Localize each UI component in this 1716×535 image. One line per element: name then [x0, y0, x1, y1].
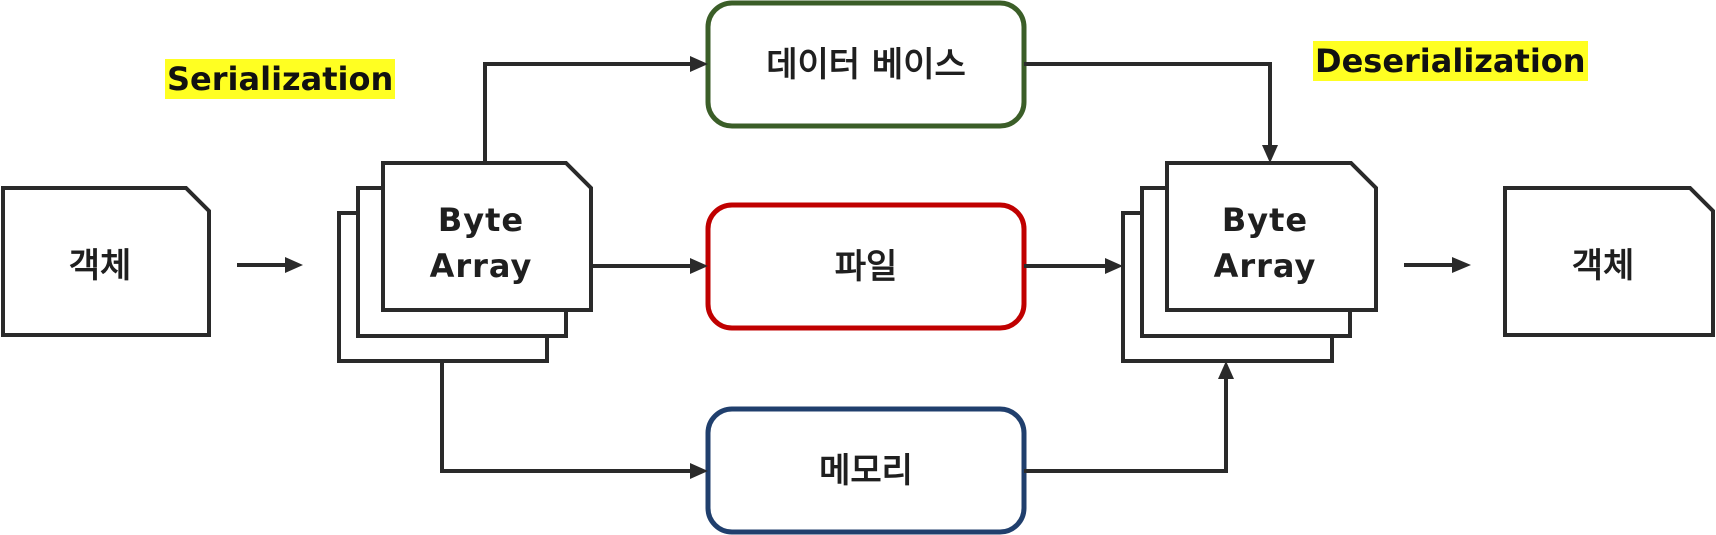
database-node: 데이터 베이스 [705, 0, 1027, 129]
arrow-database-to-byte-array [1024, 62, 1278, 163]
byte-array-right-label-line2: Array [1214, 247, 1317, 285]
object-box-left: 객체 [1, 186, 211, 337]
byte-array-left-label-line2: Array [430, 247, 533, 285]
arrow-memory-to-byte-array [1024, 361, 1234, 473]
byte-array-stack-right: Byte Array [1121, 161, 1378, 363]
byte-array-left-label-line1: Byte [438, 201, 524, 239]
arrow-byte-array-to-database [483, 56, 708, 163]
deserialization-label: Deserialization [1313, 41, 1588, 81]
arrow-byte-array-to-object [1404, 257, 1471, 273]
arrow-file-to-byte-array [1024, 258, 1123, 274]
arrow-object-to-byte-array [237, 257, 303, 273]
database-label: 데이터 베이스 [766, 45, 966, 85]
file-node: 파일 [705, 202, 1027, 331]
byte-array-stack-left: Byte Array [337, 161, 593, 363]
object-box-right: 객체 [1503, 186, 1715, 337]
object-box-left-label: 객체 [69, 246, 132, 286]
byte-array-right-label-line1: Byte [1222, 201, 1308, 239]
file-label: 파일 [835, 247, 898, 287]
object-box-right-label: 객체 [1572, 246, 1635, 286]
arrow-byte-array-to-memory [440, 361, 708, 479]
arrow-byte-array-to-file [591, 258, 708, 274]
memory-node: 메모리 [705, 406, 1027, 535]
memory-label: 메모리 [819, 451, 913, 491]
serialization-label: Serialization [165, 59, 396, 99]
